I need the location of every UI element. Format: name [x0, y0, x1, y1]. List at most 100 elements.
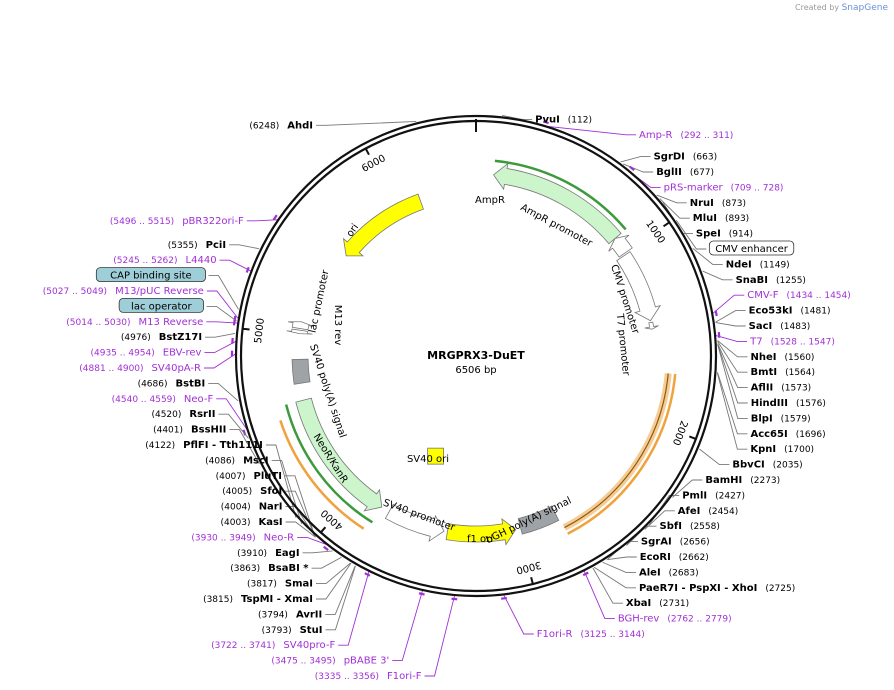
leader-line: [503, 594, 534, 635]
enzyme-eco53ki[interactable]: Eco53kI(1481): [749, 306, 831, 317]
primer-prs-marker[interactable]: pRS-marker(709 .. 728): [664, 182, 784, 193]
leader-line: [229, 429, 260, 465]
leader-line: [644, 510, 675, 530]
tick-mark: [662, 220, 671, 228]
enzyme-kasi[interactable]: (4003)KasI: [221, 517, 283, 528]
enzyme-bglii[interactable]: BglII(677): [656, 167, 714, 178]
enzyme-eagi[interactable]: (3910)EagI: [237, 548, 299, 559]
enzyme-bstbi[interactable]: (4686)BstBI: [138, 378, 206, 389]
enzyme-paer7i-pspxi-xhoi[interactable]: PaeR7I - PspXI - XhoI(2725): [639, 583, 795, 594]
enzyme-nhei[interactable]: NheI(1560): [751, 352, 815, 363]
leader-line: [592, 567, 623, 604]
enzyme-ndei[interactable]: NdeI(1149): [726, 259, 790, 270]
lac-promoter-feature: [288, 321, 314, 331]
tick-label: 3000: [515, 559, 542, 576]
enzyme-pcii[interactable]: (5355)PciI: [168, 240, 226, 251]
enzyme-pflfi-tth111i[interactable]: (4122)PflFI - Tth111I: [145, 440, 263, 451]
ampr-label: AmpR: [475, 195, 505, 206]
primer-pbr322ori-f[interactable]: (5496 .. 5515)pBR322ori-F: [110, 216, 244, 227]
tick-mark: [241, 327, 250, 331]
primer-ebv-rev[interactable]: (4935 .. 4954)EBV-rev: [90, 348, 201, 359]
primer-cmv-f[interactable]: CMV-F(1434 .. 1454): [747, 290, 851, 301]
site-label: (4935 .. 4954)EBV-rev: [90, 348, 201, 359]
enzyme-bsshii[interactable]: (4401)BssHII: [153, 425, 226, 436]
enzyme-pmli[interactable]: PmlI(2427): [682, 490, 745, 501]
enzyme-tspmi-xmai[interactable]: (3815)TspMI - XmaI: [203, 594, 313, 605]
primer-site-mark: [364, 572, 371, 577]
site-label: (3815)TspMI - XmaI: [203, 594, 313, 605]
enzyme-bbvci[interactable]: BbvCI(2035): [732, 460, 802, 471]
primer-f1ori-r[interactable]: F1ori-R(3125 .. 3144): [537, 629, 645, 640]
leader-line: [607, 541, 638, 560]
feature-cmv-enhancer[interactable]: CMV enhancer: [708, 240, 795, 256]
enzyme-ecori[interactable]: EcoRI(2662): [640, 552, 709, 563]
enzyme-xbai[interactable]: XbaI(2731): [626, 598, 689, 609]
site-label: PvuI(112): [535, 114, 592, 125]
enzyme-kpni[interactable]: KpnI(1700): [750, 444, 814, 455]
enzyme-hindiii[interactable]: HindIII(1576): [751, 398, 826, 409]
enzyme-sfoi[interactable]: (4005)SfoI: [222, 486, 282, 497]
enzyme-avrii[interactable]: (3794)AvrII: [258, 609, 322, 620]
enzyme-afei[interactable]: AfeI(2454): [678, 506, 739, 517]
enzyme-rsrii[interactable]: (4520)RsrII: [151, 409, 215, 420]
site-label: BmtI(1564): [751, 367, 815, 378]
site-label: (4520)RsrII: [151, 409, 215, 420]
enzyme-spei[interactable]: SpeI(914): [696, 229, 753, 240]
enzyme-pluti[interactable]: (4007)PluTI: [216, 471, 282, 482]
enzyme-sgrdi[interactable]: SgrDI(663): [654, 152, 718, 163]
enzyme-bmti[interactable]: BmtI(1564): [751, 367, 815, 378]
feature-lac-operator[interactable]: lac operator: [118, 297, 204, 313]
leader-line: [544, 125, 636, 136]
primer-sv40pro-f[interactable]: (3722 .. 3741)SV40pro-F: [211, 640, 335, 651]
leader-line: [302, 550, 333, 554]
site-label: BamHI(2273): [705, 475, 780, 486]
tick-label: 1000: [643, 219, 667, 246]
enzyme-snabi[interactable]: SnaBI(1255): [736, 275, 806, 286]
leader-line: [620, 156, 651, 163]
enzyme-acc65i[interactable]: Acc65I(1696): [750, 429, 825, 440]
primer-pbabe-3[interactable]: (3475 .. 3495)pBABE 3': [271, 656, 389, 667]
primer-neo-f[interactable]: (4540 .. 4559)Neo-F: [112, 394, 214, 405]
enzyme-alei[interactable]: AleI(2683): [639, 567, 699, 578]
f1-ori-label: f1 ori: [467, 534, 493, 545]
site-label: SpeI(914): [696, 229, 753, 240]
primer-site-mark: [582, 571, 589, 577]
feature-arcs: [279, 159, 677, 546]
sv40-ori-label: SV40 ori: [407, 454, 449, 465]
primer-l4440[interactable]: (5245 .. 5262)L4440: [113, 255, 216, 266]
primer-amp-r[interactable]: Amp-R(292 .. 311): [639, 130, 733, 141]
enzyme-msci[interactable]: (4086)MscI: [205, 455, 269, 466]
enzyme-smai[interactable]: (3817)SmaI: [247, 579, 313, 590]
primer-neo-r[interactable]: (3930 .. 3949)Neo-R: [191, 532, 294, 543]
enzyme-blpi[interactable]: BlpI(1579): [751, 413, 811, 424]
feature-cap-binding-site[interactable]: CAP binding site: [95, 267, 206, 283]
primer-t7[interactable]: T7(1528 .. 1547): [749, 336, 835, 347]
ampr-promoter-feature: [608, 234, 633, 258]
enzyme-pvui[interactable]: PvuI(112): [535, 114, 592, 125]
site-label: BbvCI(2035): [732, 460, 802, 471]
enzyme-saci[interactable]: SacI(1483): [749, 321, 811, 332]
leader-line: [271, 459, 303, 524]
enzyme-nari[interactable]: (4004)NarI: [221, 502, 283, 513]
primer-f1ori-f[interactable]: (3335 .. 3356)F1ori-F: [315, 671, 422, 682]
enzyme-sgrai[interactable]: SgrAI(2656): [641, 537, 710, 548]
site-label: (3910)EagI: [237, 548, 299, 559]
feature-box: [118, 297, 204, 313]
primer-m13-reverse[interactable]: (5014 .. 5030)M13 Reverse: [66, 317, 203, 328]
enzyme-bstz17i[interactable]: (4976)BstZ17I: [121, 332, 202, 343]
enzyme-sbfi[interactable]: SbfI(2558): [660, 521, 720, 532]
enzyme-nrui[interactable]: NruI(873): [690, 198, 746, 209]
enzyme-mlui[interactable]: MluI(893): [693, 213, 749, 224]
enzyme-stui[interactable]: (3793)StuI: [262, 625, 323, 636]
site-label: Amp-R(292 .. 311): [639, 130, 733, 141]
primer-site-mark: [629, 165, 635, 172]
primer-bgh-rev[interactable]: BGH-rev(2762 .. 2779): [618, 614, 732, 625]
leader-line: [218, 413, 249, 439]
leader-line: [285, 521, 316, 538]
enzyme-ahdi[interactable]: (6248)AhdI: [249, 120, 313, 131]
primer-sv40pa-r[interactable]: (4881 .. 4900)SV40pA-R: [79, 363, 201, 374]
enzyme-bsabi[interactable]: (3863)BsaBI *: [230, 563, 309, 574]
primer-m13-puc-reverse[interactable]: (5027 .. 5049)M13/pUC Reverse: [43, 286, 204, 297]
enzyme-aflii[interactable]: AflII(1573): [751, 383, 812, 394]
enzyme-bamhi[interactable]: BamHI(2273): [705, 475, 780, 486]
